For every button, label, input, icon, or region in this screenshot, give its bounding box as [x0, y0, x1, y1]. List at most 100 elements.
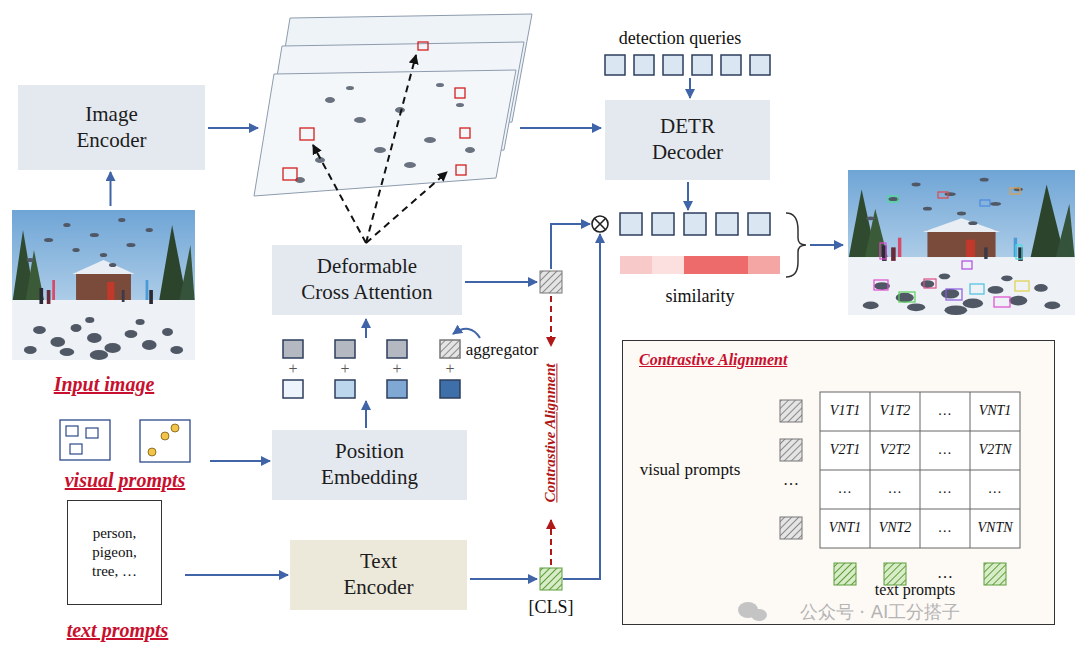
input-image: Input image: [5, 208, 203, 396]
query-tokens: [663, 55, 683, 75]
query-tokens: [605, 55, 770, 75]
output-photo: [980, 200, 990, 206]
watermark-icon: [738, 602, 767, 621]
output-photo: [970, 284, 984, 294]
visual-embedding: [540, 271, 562, 293]
box-label: Position Embedding: [285, 439, 455, 490]
visual-prompts: visual prompts: [42, 416, 208, 492]
matrix-cell: VNTN: [977, 520, 1012, 536]
prompt-tokens: [440, 340, 460, 358]
output-tokens: [684, 213, 706, 235]
visual-prompt-icons: [60, 420, 110, 460]
prompt-tokens: [283, 380, 303, 398]
alignment-arrows: [550, 296, 552, 346]
label: +: [392, 360, 401, 378]
connector: [210, 460, 270, 462]
visual-prompt-icons: [140, 420, 190, 462]
panel-visual-tokens: [780, 517, 802, 539]
output-tokens: [620, 213, 642, 235]
prompt-tokens: [283, 340, 460, 398]
connector: [110, 172, 112, 206]
matrix-cell: V2TN: [979, 442, 1012, 458]
matrix-cell: VNT1: [979, 403, 1012, 419]
prompt-tokens: [387, 340, 407, 358]
prompt-tokens: [440, 380, 460, 398]
box-label: Deformable Cross Attention: [294, 254, 440, 305]
label: …: [783, 471, 799, 489]
flow-arrows: [465, 281, 537, 283]
feature-maps: [325, 97, 335, 103]
feature-maps: [455, 88, 465, 98]
label: +: [340, 360, 349, 378]
panel-visual-tokens: [780, 400, 802, 539]
matrix-cell: VNT2: [879, 520, 912, 536]
output-photo: [848, 170, 1075, 315]
feature-maps: [254, 70, 516, 196]
flow-arrows: [208, 127, 258, 129]
output-tokens: [748, 213, 770, 235]
visual-prompt-icons: [161, 432, 169, 440]
matrix-cell: VNT1: [829, 520, 862, 536]
similarity-bars: [716, 256, 748, 274]
prompt-list: person, pigeon, tree, …: [85, 524, 145, 580]
feature-maps: [456, 103, 464, 107]
attention-box: Deformable Cross Attention: [272, 245, 462, 315]
matrix-cell: …: [989, 481, 1001, 497]
matrix-cell: V2T1: [830, 442, 860, 458]
text-prompts: person, pigeon, tree, …text prompts: [52, 500, 183, 642]
label: +: [445, 360, 454, 378]
feature-maps: [283, 168, 297, 180]
feature-maps: [300, 128, 314, 140]
text-encoder-box: Text Encoder: [290, 540, 467, 610]
query-tokens: [605, 55, 625, 75]
panel-text-tokens: [834, 563, 856, 585]
output-photo: [946, 289, 962, 300]
cls-embedding: [540, 568, 562, 590]
feature-maps: [436, 83, 444, 87]
matrix-cell: …: [839, 481, 851, 497]
output-photo: [994, 297, 1010, 307]
flow-arrows: [687, 182, 689, 210]
multiply-symbol: [594, 218, 605, 229]
similarity-bars: [748, 256, 780, 274]
output-photo: [1016, 245, 1022, 259]
watermark-icon: [751, 609, 767, 621]
input-photo: [12, 210, 195, 360]
feature-maps: [456, 165, 466, 175]
label: visual prompts: [640, 460, 741, 480]
similarity-bars: [620, 256, 652, 274]
prompt-tokens: [387, 380, 407, 398]
feature-maps: [424, 137, 436, 143]
output-photo: [962, 261, 972, 269]
label: similarity: [666, 286, 735, 307]
label: Contrastive Alignment: [542, 363, 559, 502]
similarity-bars: [652, 256, 684, 274]
attention-sampling-arrows: [313, 145, 366, 243]
flow-arrows: [520, 127, 601, 129]
feature-maps: [374, 147, 386, 153]
flow-arrows: [563, 234, 600, 579]
flow-arrows: [453, 329, 480, 338]
flow-arrows: [689, 78, 691, 98]
similarity-matrix: [820, 470, 1020, 471]
matrix-cell: …: [939, 442, 951, 458]
visual-prompt-icons: [171, 424, 179, 432]
matrix-cell: V2T2: [880, 442, 910, 458]
feature-maps: [460, 128, 470, 138]
panel-visual-tokens: [780, 439, 802, 461]
panel-text-tokens: [984, 563, 1006, 585]
label: +: [288, 360, 297, 378]
flow-arrows: [810, 244, 843, 246]
label: [CLS]: [529, 597, 574, 618]
attention-sampling-arrows: [313, 55, 447, 243]
brace: [786, 213, 806, 277]
matrix-cell: …: [939, 403, 951, 419]
box-label: DETR Decoder: [632, 114, 744, 165]
connector: [185, 574, 288, 576]
encoder-box: Image Encoder: [18, 85, 205, 170]
matrix-cell: V1T1: [830, 403, 860, 419]
matrix-cell: …: [889, 481, 901, 497]
watermark: 公众号 · AI工分搭子: [800, 602, 961, 623]
flow-arrows: [365, 401, 367, 428]
input-photo: [12, 210, 195, 360]
